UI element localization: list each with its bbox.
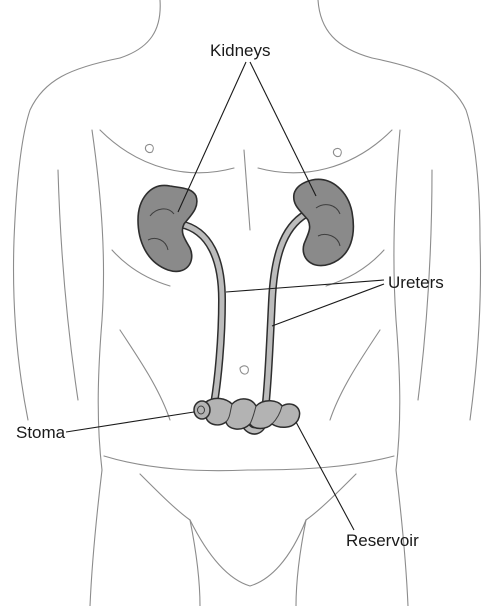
left-shoulder [14,58,120,420]
right-kidney [294,179,354,265]
reservoir [206,398,300,429]
right-torso [394,130,400,470]
ureters-label: Ureters [388,273,444,292]
right-shoulder [372,58,481,420]
right-abdomen [330,330,380,420]
groin [190,520,306,586]
right-pectoral [258,130,392,173]
stoma-leader [66,412,194,432]
left-abdomen [120,330,170,420]
ureters-leader-upper [226,280,384,292]
left-torso [92,130,104,470]
left-inner-arm [58,170,78,400]
left-outer-leg [90,470,102,606]
ureters-leader-lower [272,284,384,326]
neck-right [318,0,372,58]
right-ureter-fill [246,214,306,431]
labels: Kidneys Ureters Stoma Reservoir [16,41,444,550]
sternum [244,150,250,230]
reservoir-leader [296,422,354,530]
left-inner-leg [190,520,200,606]
stoma-label: Stoma [16,423,66,442]
body-outline [14,0,481,606]
right-ureter [246,214,306,431]
kidneys [138,179,353,271]
right-groin-line [306,474,356,520]
navel [240,366,248,374]
reservoir-label: Reservoir [346,531,419,550]
pelvis-line [104,456,394,471]
left-pectoral [100,130,234,173]
left-nipple [145,144,153,152]
kidneys-leader-right [250,62,316,196]
stoma-opening [194,401,210,419]
left-groin-line [140,474,190,520]
neck-left [120,0,160,58]
right-nipple [333,148,341,156]
kidneys-label: Kidneys [210,41,270,60]
kidneys-leader-left [178,62,246,212]
reservoir-group [194,398,300,429]
